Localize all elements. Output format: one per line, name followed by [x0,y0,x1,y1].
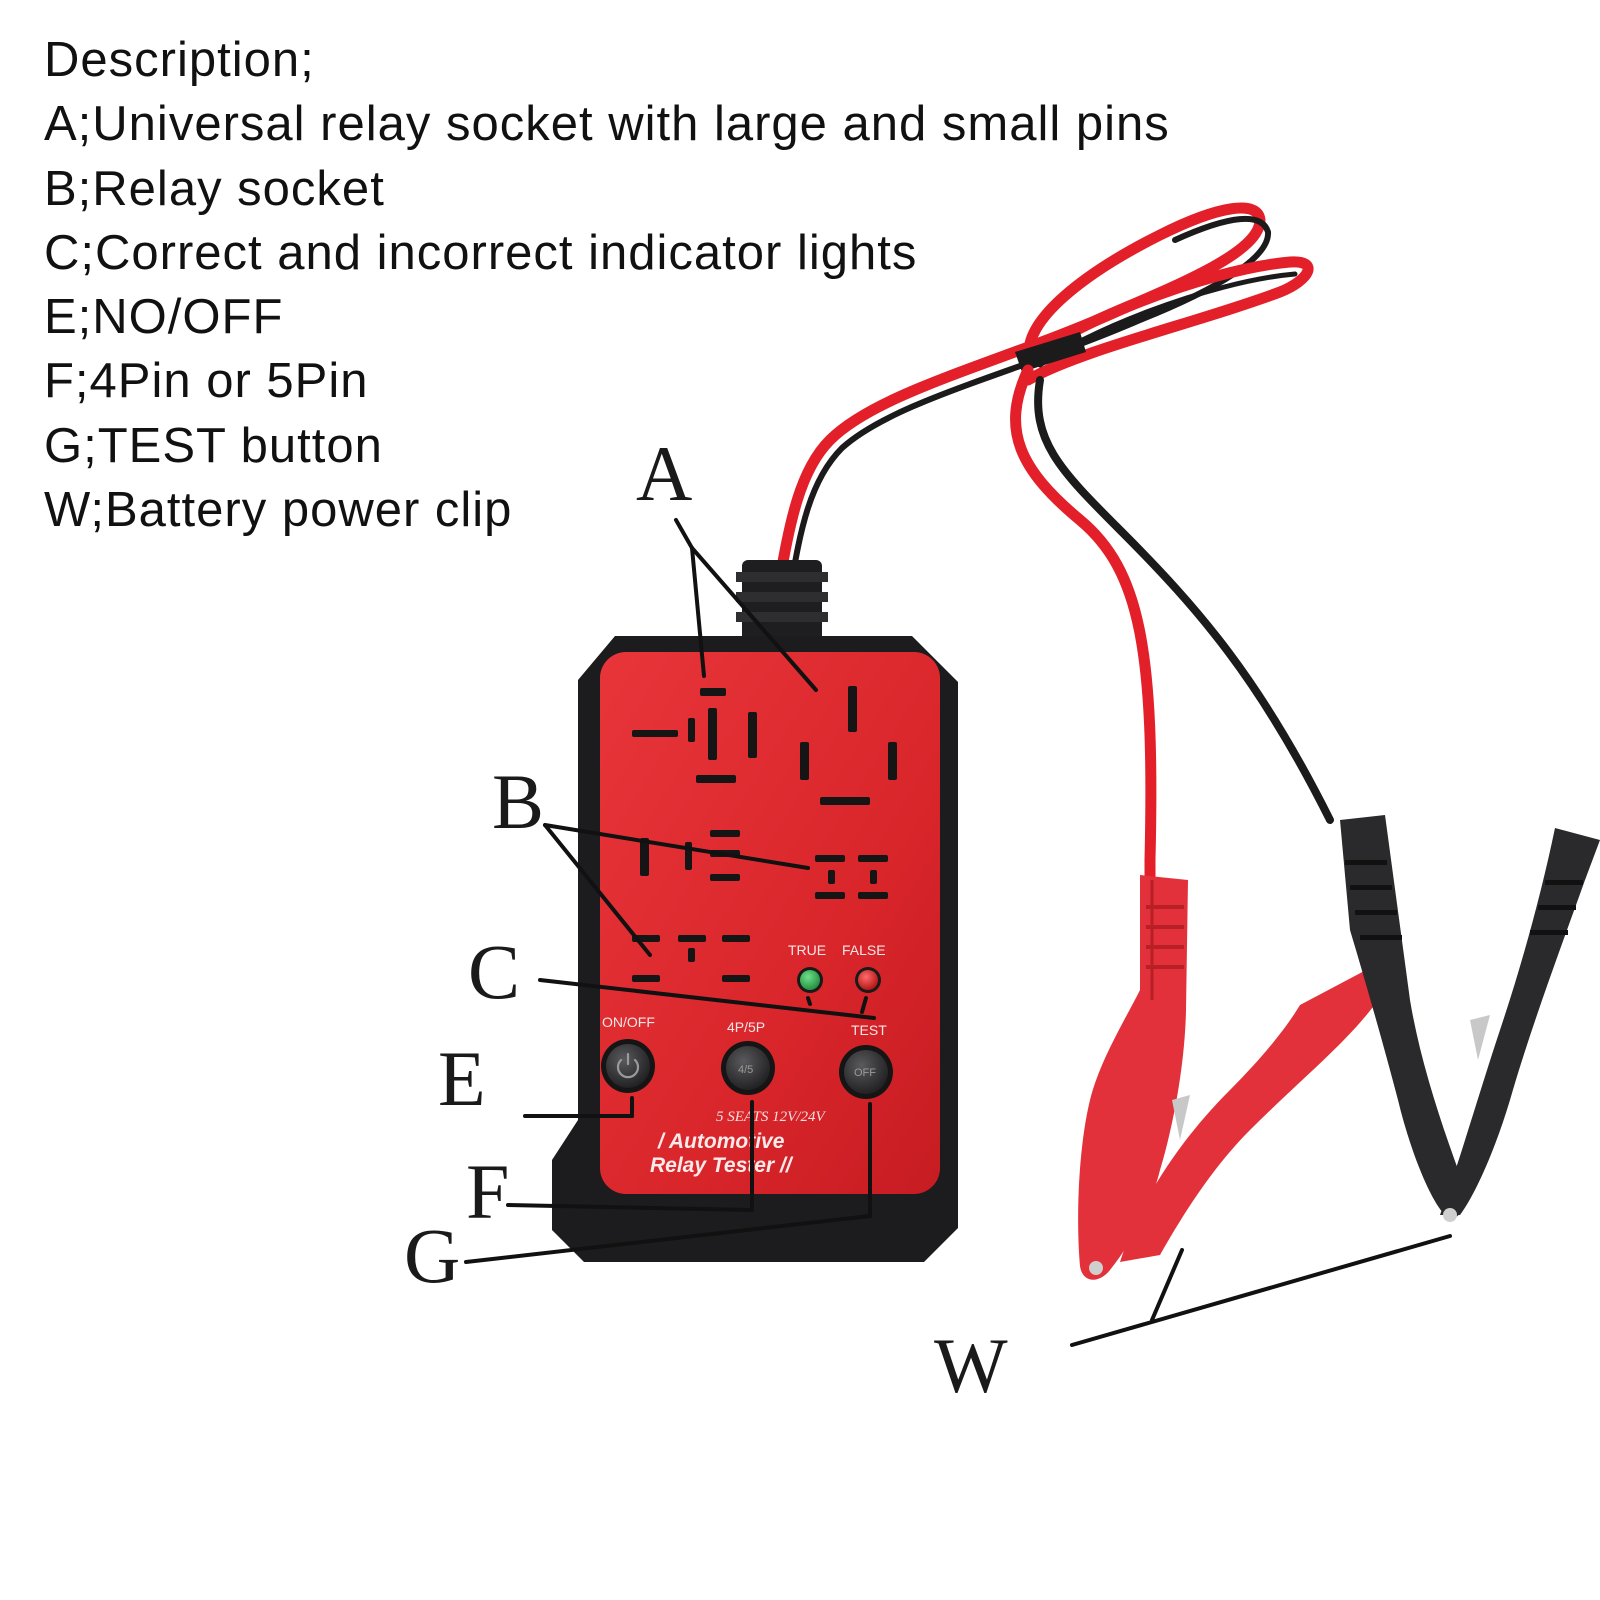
description-legend: Description; A;Universal relay socket wi… [44,28,1170,542]
onoff-button[interactable] [601,1039,655,1093]
callout-lines [464,518,1452,1347]
true-indicator-light [800,970,820,990]
cable-bundle [772,202,1334,886]
legend-item-f: F;4Pin or 5Pin [44,354,369,409]
callout-g: G [404,1212,460,1299]
legend-item-g: G;TEST button [44,418,383,473]
pin-select-button[interactable]: 4/5 [721,1041,775,1095]
red-battery-clamp [1078,875,1385,1280]
brand-line-1: / Automotive [657,1130,785,1153]
brand-line-2: Relay Tester // [650,1154,794,1177]
callout-w: W [934,1322,1008,1409]
callout-f: F [466,1148,509,1235]
legend-item-c: C;Correct and incorrect indicator lights [44,225,918,280]
relay-tester-device: TRUE FALSE ON/OFF 4P/5P TEST 4/5 OFF [552,636,958,1262]
test-button-label: TEST [851,1022,887,1038]
onoff-button-label: ON/OFF [602,1014,655,1030]
callout-b: B [492,758,544,845]
legend-heading: Description; [44,33,315,87]
legend-item-w: W;Battery power clip [44,483,513,538]
indicator-false-label: FALSE [842,942,886,958]
model-rating-text: 5 SEATS 12V/24V [716,1109,826,1125]
test-button-glyph: OFF [854,1067,876,1079]
power-icon [616,1052,640,1079]
black-battery-clamp [1340,815,1600,1222]
legend-item-e: E;NO/OFF [44,290,284,345]
pin-button-glyph: 4/5 [738,1064,753,1076]
socket-b-right [815,855,888,899]
pin-button-label: 4P/5P [727,1019,765,1035]
false-indicator-light [858,970,878,990]
callout-a: A [636,430,692,517]
callout-e: E [438,1035,486,1122]
socket-a-right [800,686,897,805]
legend-item-a: A;Universal relay socket with large and … [44,97,1170,152]
test-button[interactable]: OFF [839,1045,893,1099]
callout-c: C [468,928,520,1015]
socket-a-left [632,688,757,783]
indicator-true-label: TRUE [788,942,826,958]
legend-item-b: B;Relay socket [44,161,385,216]
